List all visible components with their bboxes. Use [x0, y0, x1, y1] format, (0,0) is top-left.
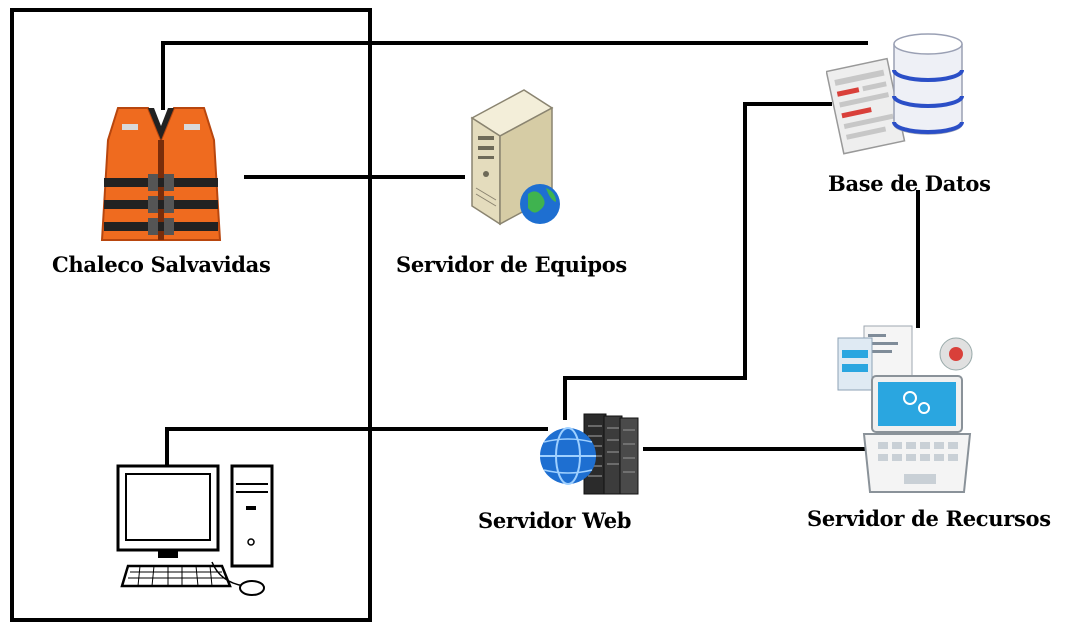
resource-server-node: [834, 324, 984, 494]
resource-server-label: Servidor de Recursos: [807, 506, 1051, 531]
server-tower-globe-icon: [470, 89, 560, 226]
desktop-pc-node: [110, 462, 280, 602]
database-node: [825, 24, 966, 169]
desktop-computer-icon: [116, 464, 274, 596]
web-server-node: [536, 408, 644, 498]
resource-server-laptop-icon: [837, 325, 973, 493]
equipment-server-label: Servidor de Equipos: [396, 252, 627, 277]
link-pc-webserver: [165, 427, 548, 465]
equipment-server-node: [462, 88, 562, 228]
life-vest-label: Chaleco Salvavidas: [52, 252, 271, 277]
database-label: Base de Datos: [828, 171, 991, 196]
life-vest-node: [96, 100, 226, 245]
database-icon: [825, 33, 964, 155]
life-vest-icon: [100, 107, 222, 241]
web-server-rack-icon: [540, 413, 639, 495]
link-webserver-database: [563, 102, 832, 420]
web-server-label: Servidor Web: [478, 508, 632, 533]
link-vest-database: [161, 41, 868, 110]
client-enclosure-box: [10, 8, 372, 622]
